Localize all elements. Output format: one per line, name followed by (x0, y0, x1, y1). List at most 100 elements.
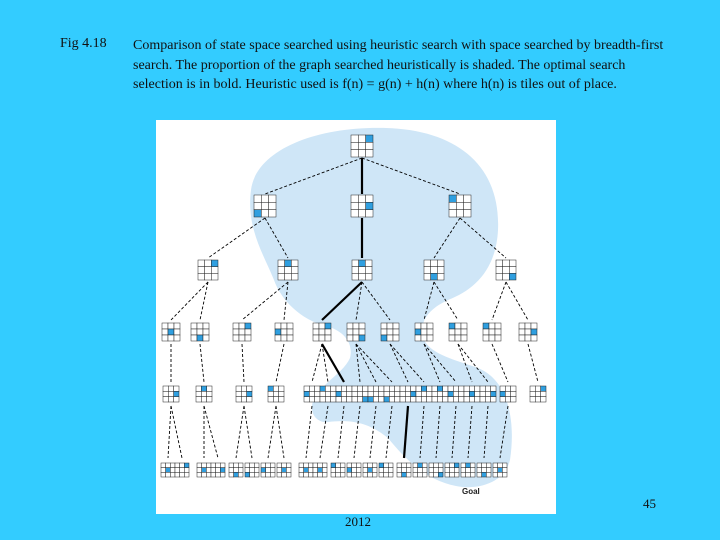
puzzle-tile (509, 259, 517, 267)
puzzle-tile (505, 391, 511, 397)
puzzle-tile (291, 259, 299, 267)
puzzle-tile (367, 385, 374, 392)
search-edge (433, 281, 459, 321)
puzzle-tile (286, 467, 292, 473)
blank-tile (497, 467, 503, 473)
puzzle-tile (530, 334, 538, 342)
puzzle-tile (540, 396, 547, 403)
puzzle-tile (453, 391, 459, 397)
puzzle-tile (406, 462, 412, 468)
puzzle-tile (389, 385, 395, 392)
puzzle-tile (351, 259, 359, 267)
puzzle-state-node (162, 385, 180, 403)
puzzle-tile (173, 396, 180, 403)
puzzle-tile (195, 385, 202, 392)
puzzle-tile (265, 467, 271, 473)
puzzle-tile (448, 328, 456, 336)
puzzle-tile (276, 472, 282, 478)
puzzle-tile (215, 467, 221, 473)
puzzle-tile (317, 462, 323, 468)
search-edge (389, 343, 409, 383)
blank-tile (244, 472, 250, 478)
search-edge (264, 217, 289, 259)
puzzle-tile (277, 259, 285, 267)
puzzle-state-node (479, 385, 497, 403)
search-edge (311, 343, 323, 383)
puzzle-tile (386, 322, 394, 330)
puzzle-tile (373, 396, 379, 403)
puzzle-tile (449, 467, 455, 473)
puzzle-tile (173, 385, 180, 392)
puzzle-tile (423, 266, 431, 274)
puzzle-tile (352, 322, 360, 330)
puzzle-tile (426, 328, 434, 336)
search-edge (235, 405, 245, 459)
puzzle-tile (276, 467, 282, 473)
puzzle-tile (358, 328, 366, 336)
puzzle-tile (235, 385, 242, 392)
puzzle-tile (365, 194, 374, 203)
puzzle-tile (195, 396, 202, 403)
puzzle-tile (449, 462, 455, 468)
puzzle-state-node (367, 385, 385, 403)
puzzle-tile (454, 322, 462, 330)
puzzle-tile (277, 266, 285, 274)
puzzle-tile (365, 273, 373, 281)
puzzle-state-node (448, 322, 468, 342)
blank-tile (330, 462, 336, 468)
puzzle-tile (474, 396, 481, 403)
blank-tile (481, 472, 487, 478)
puzzle-tile (165, 472, 171, 478)
puzzle-tile (386, 334, 394, 342)
puzzle-tile (274, 334, 282, 342)
puzzle-tile (540, 391, 547, 397)
puzzle-tile (373, 385, 379, 392)
puzzle-tile (367, 472, 373, 478)
blank-tile (324, 322, 332, 330)
puzzle-tile (431, 396, 438, 403)
puzzle-tile (396, 467, 402, 473)
puzzle-tile (312, 334, 320, 342)
puzzle-tile (270, 472, 276, 478)
blank-tile (303, 467, 309, 473)
search-edge (264, 157, 363, 195)
puzzle-tile (241, 385, 247, 392)
puzzle-tile (357, 391, 363, 397)
puzzle-tile (488, 328, 496, 336)
puzzle-tile (378, 472, 384, 478)
blank-tile (281, 467, 287, 473)
search-tree-diagram: Goal (160, 127, 547, 496)
puzzle-tile (454, 328, 462, 336)
puzzle-tile (202, 322, 210, 330)
puzzle-tile (358, 142, 366, 150)
puzzle-tile (444, 467, 450, 473)
puzzle-tile (265, 472, 271, 478)
puzzle-tile (422, 467, 428, 473)
blank-tile (184, 462, 190, 468)
blank-tile (383, 396, 390, 403)
puzzle-tile (420, 328, 428, 336)
puzzle-state-node (476, 462, 492, 478)
puzzle-tile (433, 462, 439, 468)
puzzle-tile (232, 334, 240, 342)
puzzle-tile (380, 328, 388, 336)
puzzle-state-node (415, 385, 433, 403)
puzzle-tile (274, 322, 282, 330)
blank-tile (319, 385, 326, 392)
puzzle-tile (298, 472, 304, 478)
search-edge (423, 343, 457, 383)
puzzle-tile (215, 462, 221, 468)
puzzle-tile (456, 194, 464, 203)
puzzle-tile (254, 467, 260, 473)
puzzle-tile (460, 328, 468, 336)
puzzle-tile (447, 396, 454, 403)
puzzle-tile (246, 385, 253, 392)
puzzle-tile (233, 467, 239, 473)
puzzle-tile (474, 385, 481, 392)
puzzle-tile (529, 391, 536, 397)
puzzle-tile (421, 396, 427, 403)
goal-label: Goal (462, 487, 480, 496)
puzzle-tile (350, 134, 359, 143)
puzzle-state-node (362, 462, 378, 478)
puzzle-tile (518, 322, 526, 330)
